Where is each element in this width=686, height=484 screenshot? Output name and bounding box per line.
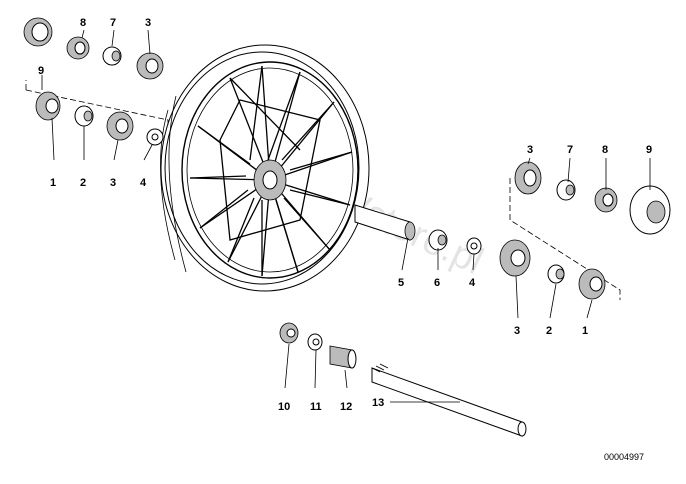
callout-left-bottom-4: 4 bbox=[140, 177, 147, 189]
callout-right-top-8: 8 bbox=[602, 144, 608, 156]
callout-right-3: 3 bbox=[514, 325, 520, 337]
left-dashed-frame bbox=[25, 80, 169, 128]
right-lower-parts bbox=[354, 204, 606, 300]
left-upper-parts bbox=[23, 17, 164, 80]
callout-labels: 9 8 7 3 1 2 3 4 3 7 8 9 5 6 4 3 2 1 10 1… bbox=[38, 17, 652, 413]
callout-right-1: 1 bbox=[582, 325, 588, 337]
left-lower-parts bbox=[35, 91, 164, 146]
callout-left-top-9: 9 bbox=[38, 65, 44, 77]
cast-wheel bbox=[160, 44, 370, 292]
callout-left-bottom-1: 1 bbox=[50, 177, 56, 189]
callout-left-top-8: 8 bbox=[80, 17, 86, 29]
callout-11: 11 bbox=[310, 401, 322, 413]
leader-lines bbox=[41, 29, 651, 403]
wheel-spokes bbox=[189, 65, 353, 277]
callout-right-4: 4 bbox=[469, 277, 476, 289]
right-dashed-frame bbox=[509, 178, 621, 300]
callout-left-top-7: 7 bbox=[110, 17, 116, 29]
callout-left-bottom-3: 3 bbox=[110, 177, 116, 189]
callout-5: 5 bbox=[398, 277, 404, 289]
callout-right-2: 2 bbox=[546, 325, 552, 337]
callout-12: 12 bbox=[340, 401, 352, 413]
callout-right-top-9: 9 bbox=[646, 144, 652, 156]
callout-6: 6 bbox=[434, 277, 440, 289]
callout-right-top-7: 7 bbox=[567, 144, 573, 156]
callout-10: 10 bbox=[278, 401, 290, 413]
document-number: 00004997 bbox=[604, 452, 644, 462]
callout-left-top-3: 3 bbox=[145, 17, 151, 29]
callout-right-top-3: 3 bbox=[527, 144, 533, 156]
right-upper-parts bbox=[514, 161, 671, 235]
callout-13: 13 bbox=[372, 397, 384, 409]
axle-parts bbox=[279, 322, 527, 437]
callout-left-bottom-2: 2 bbox=[80, 177, 86, 189]
